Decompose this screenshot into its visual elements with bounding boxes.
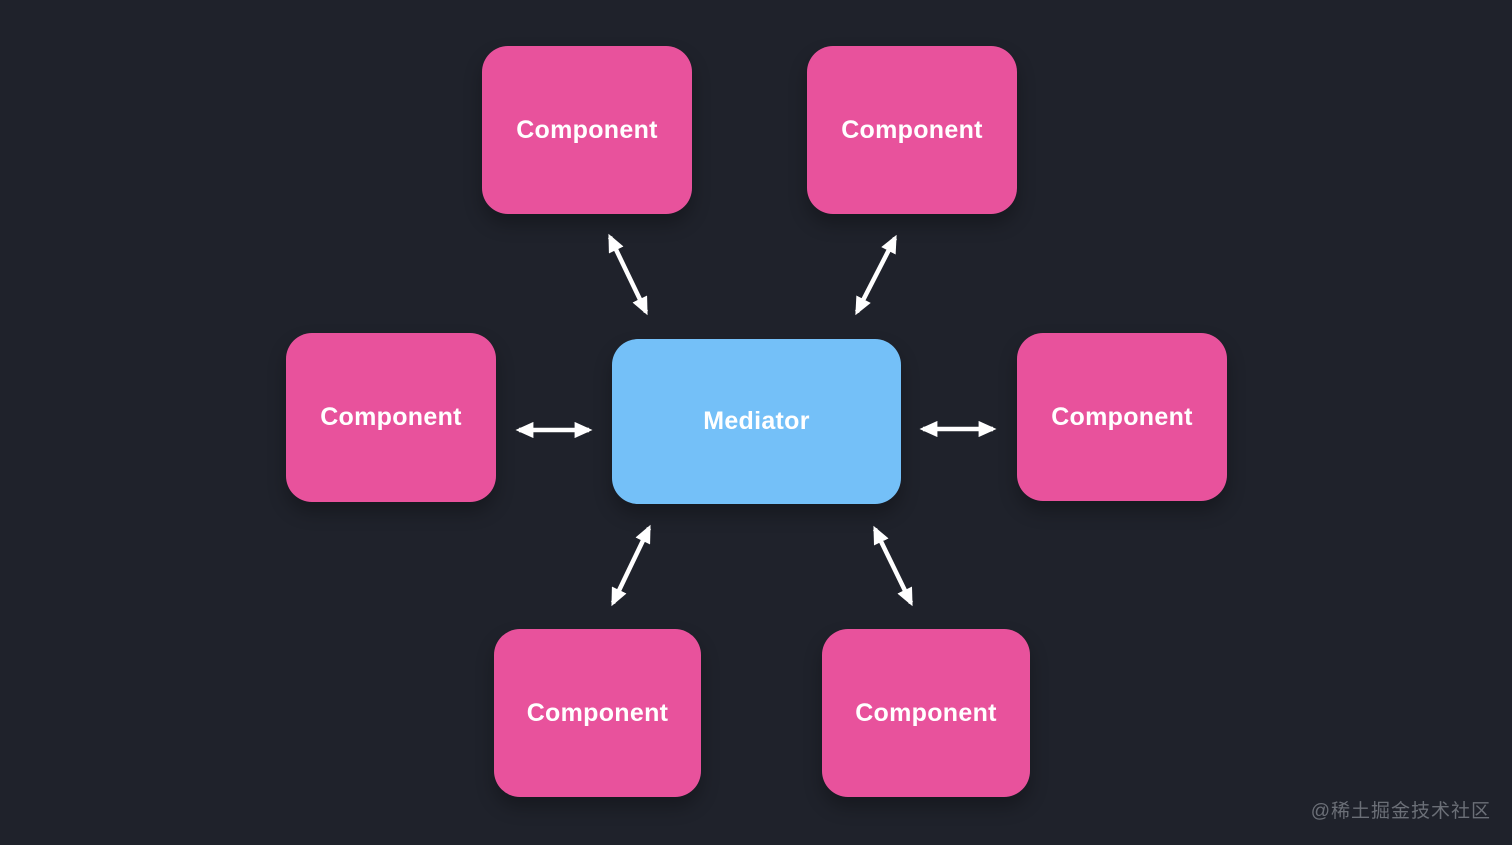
- double-arrow-top-left-component: [607, 233, 649, 316]
- component-node-top-left: Component: [482, 46, 692, 214]
- component-node-top-right: Component: [807, 46, 1017, 214]
- double-arrow-top-right-component: [854, 234, 898, 316]
- component-label: Component: [516, 115, 658, 144]
- component-node-bottom-right: Component: [822, 629, 1030, 797]
- component-node-bottom-left: Component: [494, 629, 701, 797]
- double-arrow-bottom-right-component: [872, 525, 914, 607]
- component-label: Component: [526, 698, 669, 727]
- component-label: Component: [1051, 402, 1193, 431]
- mediator-label: Mediator: [703, 407, 810, 435]
- mediator-node: Mediator: [612, 339, 901, 504]
- component-node-right: Component: [1017, 333, 1227, 501]
- watermark: @稀土掘金技术社区: [1310, 801, 1491, 822]
- component-label: Component: [320, 403, 462, 431]
- component-node-left: Component: [286, 333, 496, 502]
- component-label: Component: [841, 115, 983, 144]
- double-arrow-bottom-left-component: [610, 524, 652, 607]
- component-label: Component: [855, 698, 997, 727]
